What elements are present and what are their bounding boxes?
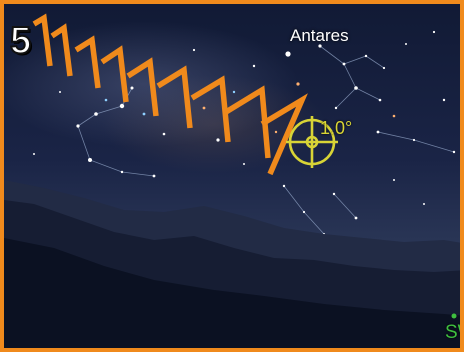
- compass-direction-label: SW: [445, 322, 460, 343]
- colored-stars: [202, 82, 396, 134]
- compass-dot-icon: [451, 313, 457, 319]
- step-number: 5: [9, 20, 32, 62]
- target-angle-label: 1.0°: [320, 118, 353, 138]
- star-field: [33, 30, 456, 235]
- mountain-horizon: [4, 180, 460, 348]
- star-label-antares: Antares: [290, 26, 349, 45]
- stars: [33, 30, 456, 235]
- direction-chevron-icon: [32, 13, 308, 176]
- target-reticle-icon: [286, 116, 338, 168]
- blue-stars: [104, 90, 236, 116]
